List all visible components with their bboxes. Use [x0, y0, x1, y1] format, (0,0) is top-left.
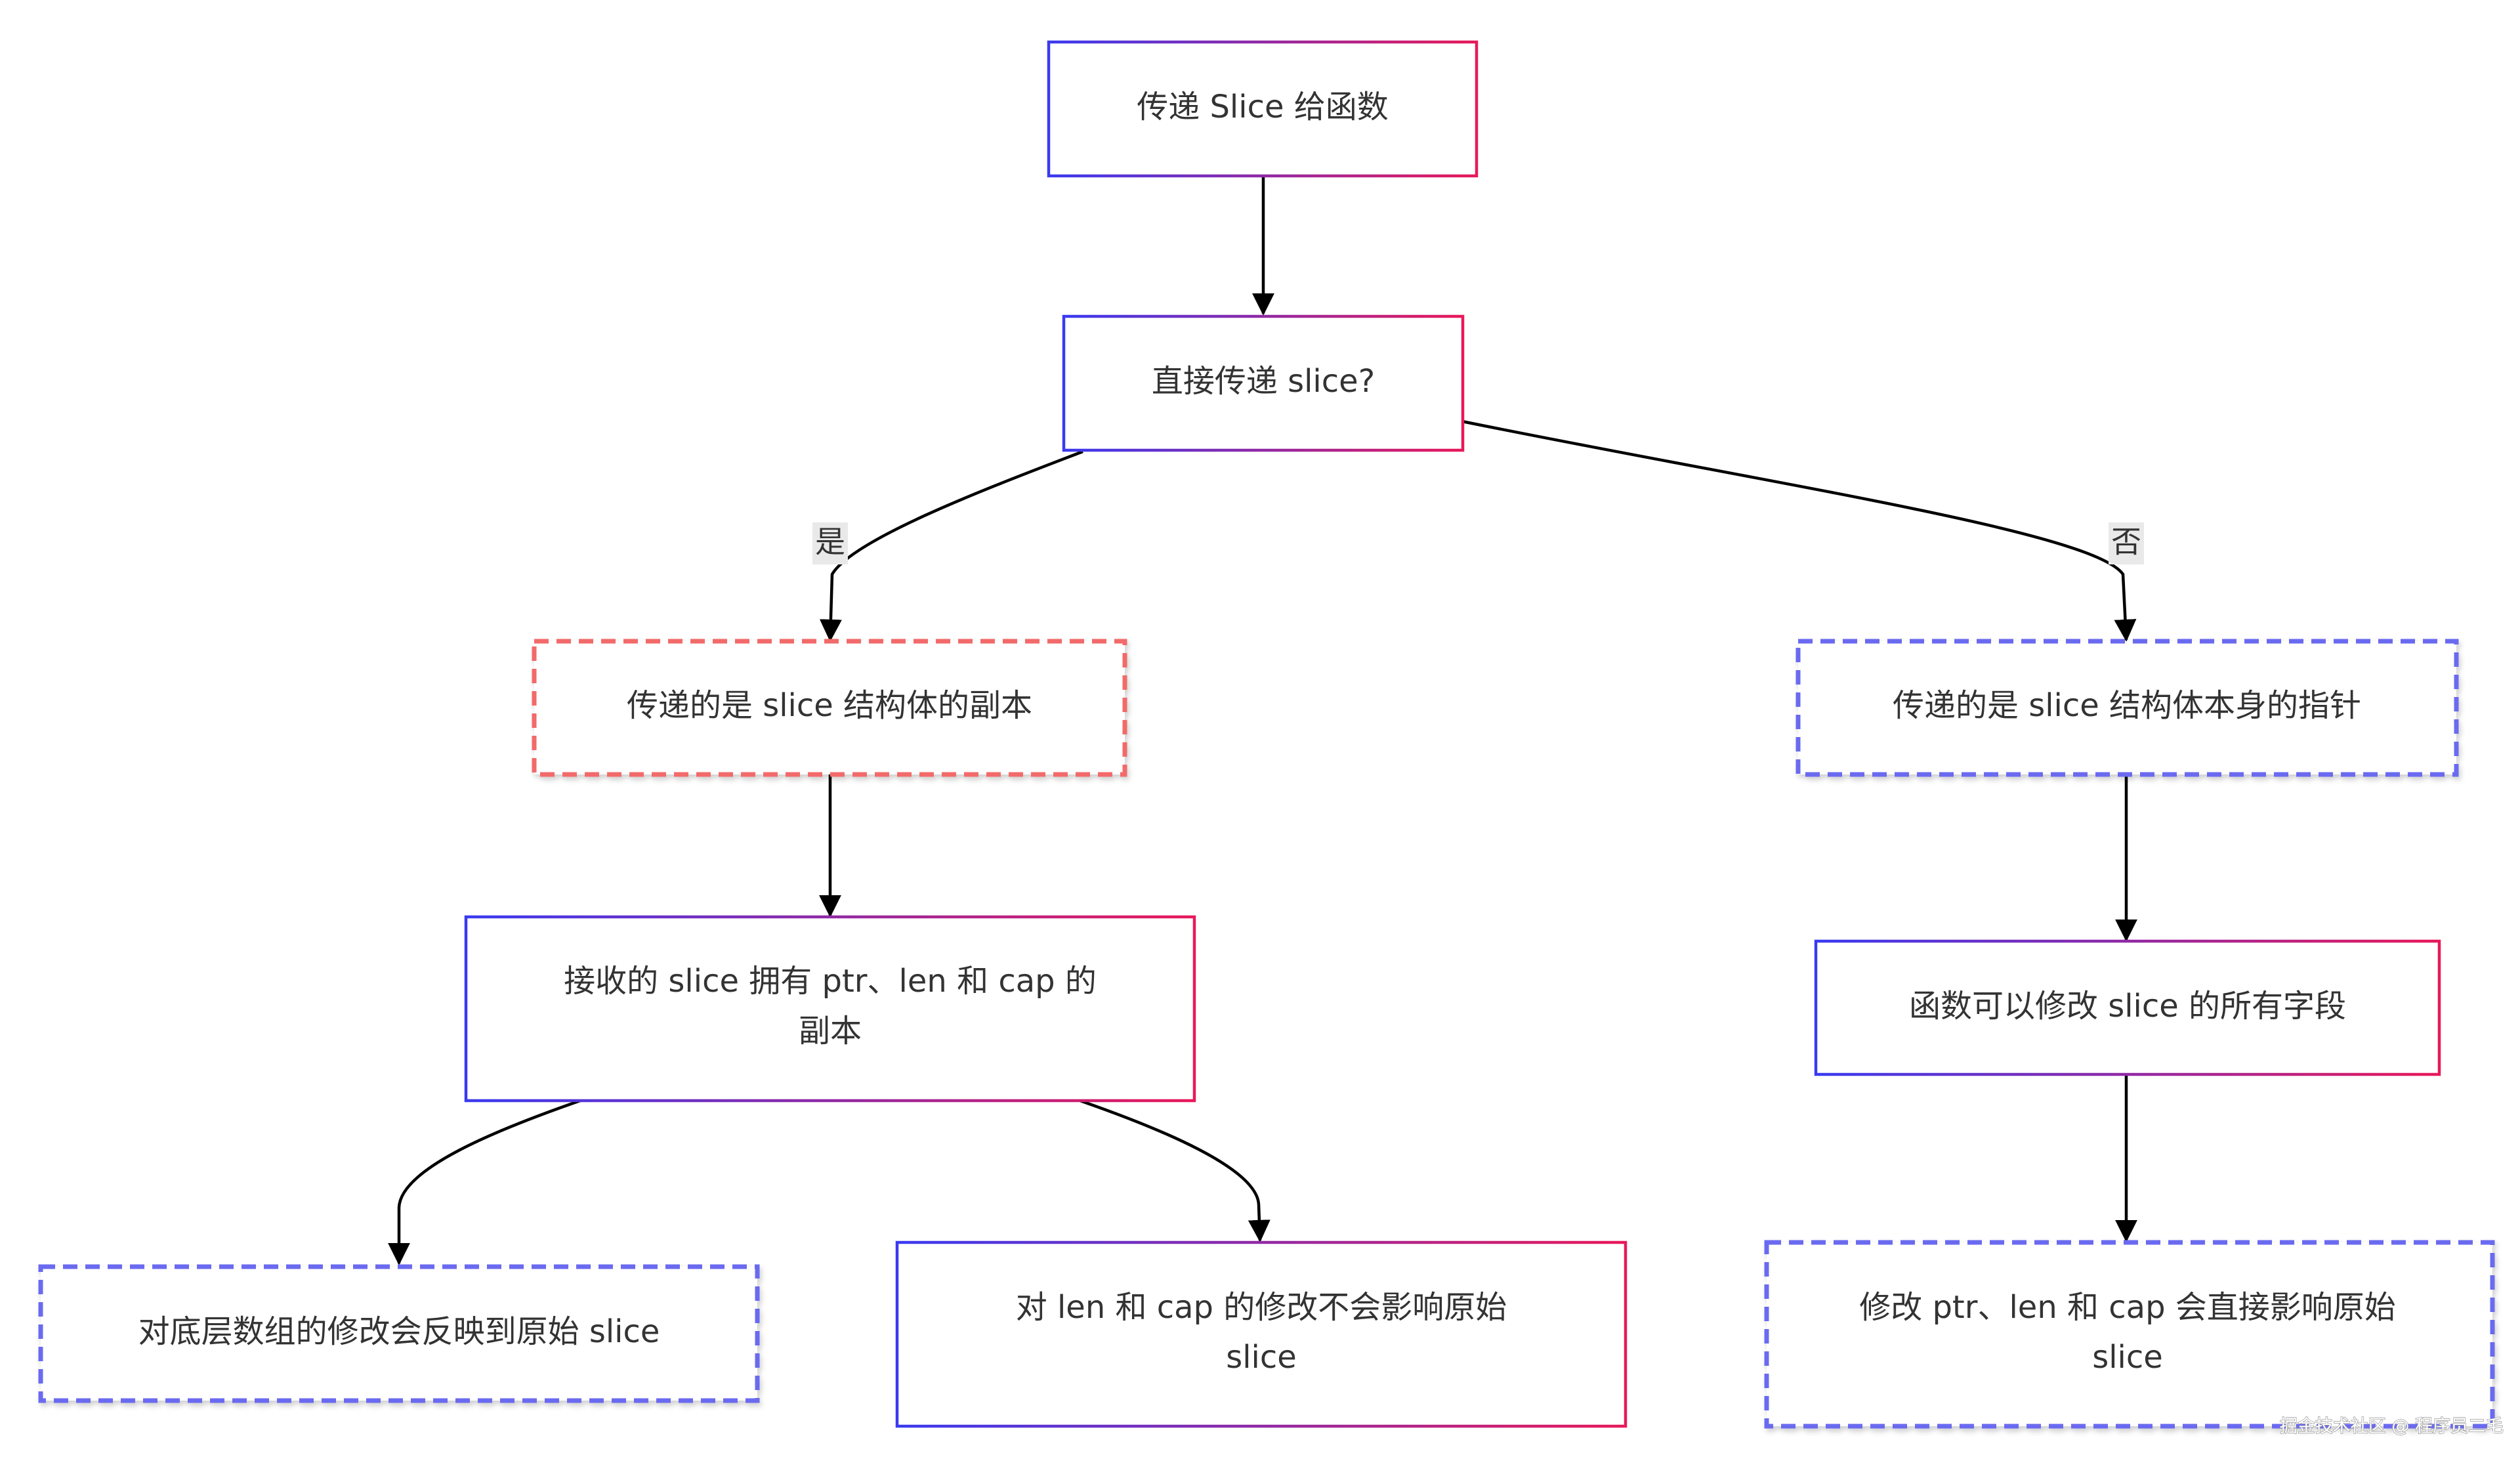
edge-detail-to-noaffect — [1076, 1097, 1270, 1242]
edge-label-no: 否 — [2109, 522, 2144, 564]
edge-question-to-copy — [819, 450, 1083, 642]
node-start: 传递 Slice 给函数 — [1047, 40, 1479, 178]
node-copy-detail: 接收的 slice 拥有 ptr、len 和 cap 的 副本 — [464, 915, 1196, 1103]
node-copy-detail-line2: 副本 — [799, 1013, 862, 1049]
node-start-label: 传递 Slice 给函数 — [1137, 89, 1389, 125]
node-direct-affect-line1: 修改 ptr、len 和 cap 会直接影响原始 — [1859, 1289, 2396, 1326]
node-underlying: 对底层数组的修改会反映到原始 slice — [38, 1264, 760, 1403]
node-no-affect-line1: 对 len 和 cap 的修改不会影响原始 — [1016, 1289, 1507, 1326]
node-pointer: 传递的是 slice 结构体本身的指针 — [1796, 639, 2459, 777]
node-copy: 传递的是 slice 结构体的副本 — [532, 639, 1127, 777]
edge-detail-to-underlying — [388, 1097, 585, 1265]
node-question: 直接传递 slice? — [1062, 314, 1465, 452]
node-modify-all: 函数可以修改 slice 的所有字段 — [1814, 939, 2441, 1076]
svg-text:否: 否 — [2111, 524, 2141, 560]
node-no-affect-line2: slice — [1226, 1339, 1297, 1376]
node-copy-detail-line1: 接收的 slice 拥有 ptr、len 和 cap 的 — [564, 963, 1097, 1000]
watermark: 掘金技术社区 @ 程序员二毛 — [2280, 1416, 2504, 1437]
node-direct-affect-line2: slice — [2092, 1339, 2163, 1376]
svg-text:是: 是 — [815, 524, 845, 560]
node-underlying-label: 对底层数组的修改会反映到原始 slice — [138, 1313, 660, 1350]
node-no-affect: 对 len 和 cap 的修改不会影响原始 slice — [895, 1240, 1628, 1428]
edge-label-yes: 是 — [812, 522, 848, 564]
node-copy-label: 传递的是 slice 结构体的副本 — [627, 687, 1032, 724]
node-direct-affect: 修改 ptr、len 和 cap 会直接影响原始 slice — [1764, 1240, 2495, 1429]
node-modify-all-label: 函数可以修改 slice 的所有字段 — [1909, 988, 2346, 1025]
node-question-label: 直接传递 slice? — [1152, 363, 1375, 400]
node-pointer-label: 传递的是 slice 结构体本身的指针 — [1893, 687, 2361, 724]
edge-question-to-pointer — [1461, 419, 2137, 642]
